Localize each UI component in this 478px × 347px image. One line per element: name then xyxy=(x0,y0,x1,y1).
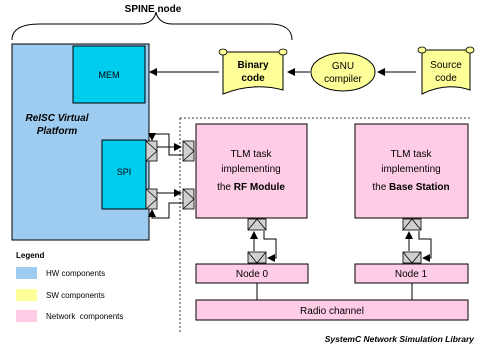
base-station-bottom-port xyxy=(402,218,422,231)
gnu-compiler-ellipse xyxy=(310,52,376,92)
base-node1-connections xyxy=(405,231,432,262)
tlm-base-line3: the Base Station xyxy=(372,182,449,193)
gnu-compiler-line1: GNU xyxy=(332,61,354,72)
spine-node-brace xyxy=(11,11,293,41)
tlm-base-line3-prefix: the xyxy=(372,182,389,193)
tlm-base-station xyxy=(354,123,469,219)
binary-code-line2: code xyxy=(241,73,265,84)
platform-title-line1: ReISC Virtual xyxy=(26,113,89,124)
tlm-rf-module xyxy=(195,123,308,219)
tlm-rf-line1: TLM task xyxy=(230,149,272,160)
tlm-base-line1: TLM task xyxy=(390,149,432,160)
node0-box xyxy=(195,263,309,284)
library-boundary xyxy=(179,117,472,332)
spi-port-bottom xyxy=(145,188,158,210)
spi-rf-connections xyxy=(148,133,183,219)
tlm-rf-line3-bold: RF Module xyxy=(234,182,286,193)
tlm-base-line3-bold: Base Station xyxy=(389,182,450,193)
source-code-line1: Source xyxy=(430,60,462,71)
legend-label-sw: SW components xyxy=(46,291,105,300)
tlm-base-line2: implementing xyxy=(381,164,440,175)
binary-code-document xyxy=(218,48,288,95)
binary-code-line1: Binary xyxy=(237,60,269,71)
legend-label-hw: HW components xyxy=(46,269,105,278)
spi-port-top xyxy=(145,140,158,162)
legend-label-net: Network components xyxy=(46,312,123,321)
spi-block xyxy=(101,139,147,210)
rf-node0-connections xyxy=(250,231,277,262)
rf-module-bottom-port xyxy=(247,218,267,231)
legend-swatch-sw xyxy=(16,289,37,301)
tlm-rf-line3-prefix: the xyxy=(217,182,234,193)
legend-swatch-hw xyxy=(16,267,37,279)
radio-channel-box xyxy=(195,299,469,321)
library-label: SystemC Network Simulation Library xyxy=(325,334,476,344)
radio-channel-label: Radio channel xyxy=(300,306,364,317)
source-code-document xyxy=(417,46,475,95)
source-code-line2: code xyxy=(435,73,457,84)
mem-block xyxy=(72,45,146,104)
legend-title: Legend xyxy=(16,251,45,260)
node0-top-port xyxy=(247,251,267,264)
rf-port-bottom xyxy=(182,188,195,210)
tlm-rf-line3: the RF Module xyxy=(217,182,285,193)
gnu-compiler-line2: compiler xyxy=(324,74,362,85)
mem-label: MEM xyxy=(99,70,120,80)
node1-top-port xyxy=(402,251,422,264)
node0-label: Node 0 xyxy=(236,269,269,280)
spi-label: SPI xyxy=(117,167,132,177)
node-channel-links xyxy=(256,283,413,300)
platform-title-line2: Platform xyxy=(37,126,78,137)
spine-node-label: SPINE node xyxy=(125,4,182,15)
rf-port-top xyxy=(182,140,195,162)
legend-swatch-net xyxy=(16,310,37,322)
node1-label: Node 1 xyxy=(395,269,428,280)
tlm-rf-line2: implementing xyxy=(221,164,280,175)
